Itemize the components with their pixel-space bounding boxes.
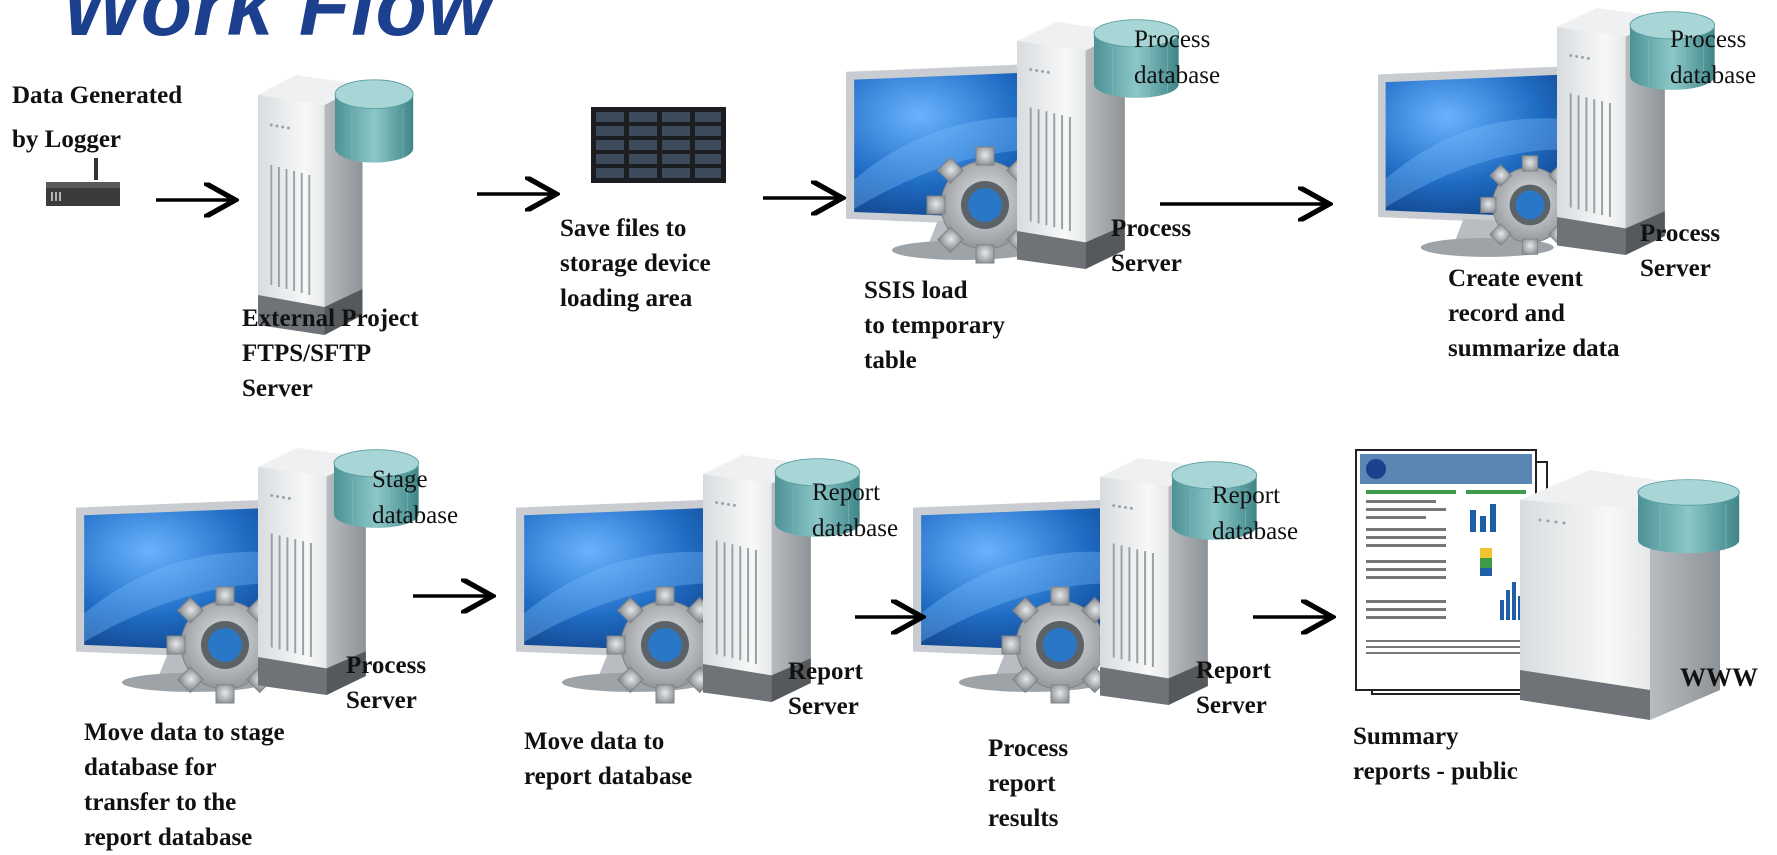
process-server-label: Process Server: [1640, 220, 1721, 282]
report-server-label: Report Server: [1196, 657, 1271, 719]
report-database-label: Report database: [812, 479, 899, 542]
flow-arrows: [156, 194, 1329, 617]
process-server-label: Process Server: [1111, 215, 1192, 277]
page-title: Work Flow: [62, 0, 495, 53]
results-label: Process report results: [988, 735, 1069, 832]
ftp-server-icon: [257, 74, 414, 336]
storage-label: Save files to storage device loading are…: [560, 215, 711, 312]
ssis-label: SSIS load to temporary table: [864, 277, 1005, 374]
stage-database-label: Stage database: [372, 466, 459, 529]
process-database-label: Process database: [1134, 26, 1221, 89]
logger-device-icon: [46, 158, 120, 206]
logger-label: Data Generated by Logger: [12, 82, 183, 153]
summary-label: Summary reports - public: [1353, 723, 1518, 785]
ftp-server-label: External Project FTPS/SFTP Server: [242, 305, 419, 402]
process-database-label: Process database: [1670, 26, 1757, 89]
web-server-icon: [1520, 470, 1740, 720]
stage-label: Move data to stage database for transfer…: [84, 719, 285, 851]
process-server-label: Process Server: [346, 652, 427, 714]
report-server-label: Report Server: [788, 658, 863, 720]
www-label: WWW: [1680, 663, 1758, 692]
report-database-label: Report database: [1212, 482, 1299, 545]
storage-array-icon: [591, 107, 726, 183]
event-label: Create event record and summarize data: [1448, 265, 1620, 362]
report-label: Move data to report database: [524, 728, 693, 790]
report-document-icon: [1355, 449, 1548, 695]
